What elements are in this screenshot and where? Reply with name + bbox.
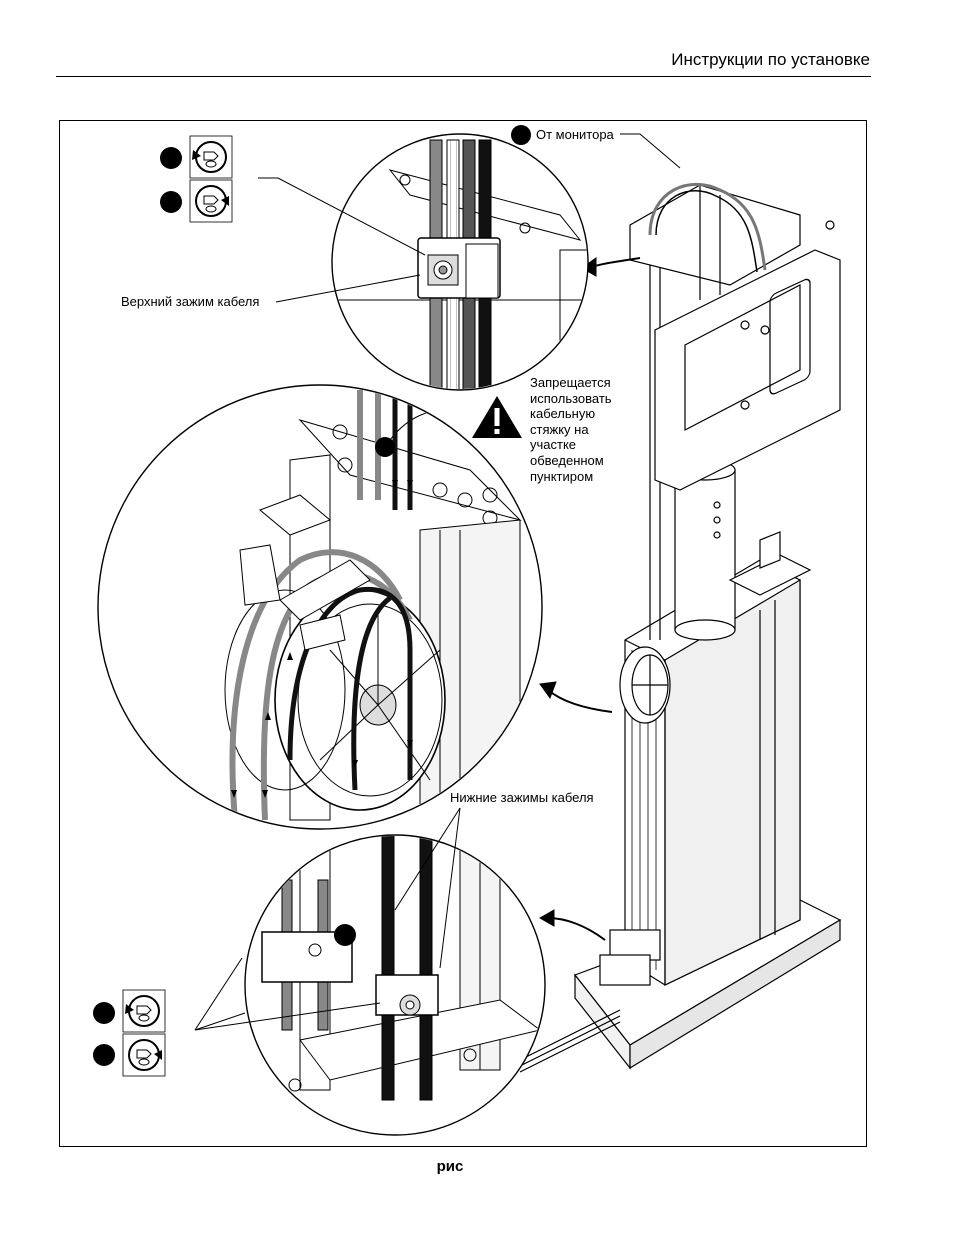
loosen-screw-icon	[160, 135, 233, 179]
pulley-zoom-circle	[97, 384, 543, 830]
warning-text: Запрещается использовать кабельную стяжк…	[530, 375, 612, 484]
tighten-screw-icon	[160, 179, 233, 223]
header-divider	[56, 76, 871, 77]
lower-clamps-label: Нижние зажимы кабеля	[450, 790, 594, 806]
lower-clamps-zoom-circle	[244, 834, 546, 1136]
zoom-pointer-arrows	[538, 257, 641, 941]
callout-dot-icon	[334, 924, 356, 946]
figure-frame	[59, 120, 867, 1147]
callout-dot-icon	[375, 437, 395, 457]
leader-lines	[194, 133, 681, 1031]
figure-caption: рис	[436, 1158, 464, 1175]
tighten-screw-icon	[93, 1033, 166, 1077]
upper-clamp-zoom-circle	[331, 133, 589, 391]
from-monitor-label: От монитора	[536, 127, 614, 143]
page-header-title: Инструкции по установке	[671, 50, 870, 69]
stand-column-drawing	[519, 182, 842, 1073]
warning-triangle-icon	[472, 396, 522, 438]
upper-clamp-label: Верхний зажим кабеля	[121, 294, 260, 310]
loosen-screw-icon	[93, 989, 166, 1033]
callout-dot-icon	[511, 125, 531, 145]
